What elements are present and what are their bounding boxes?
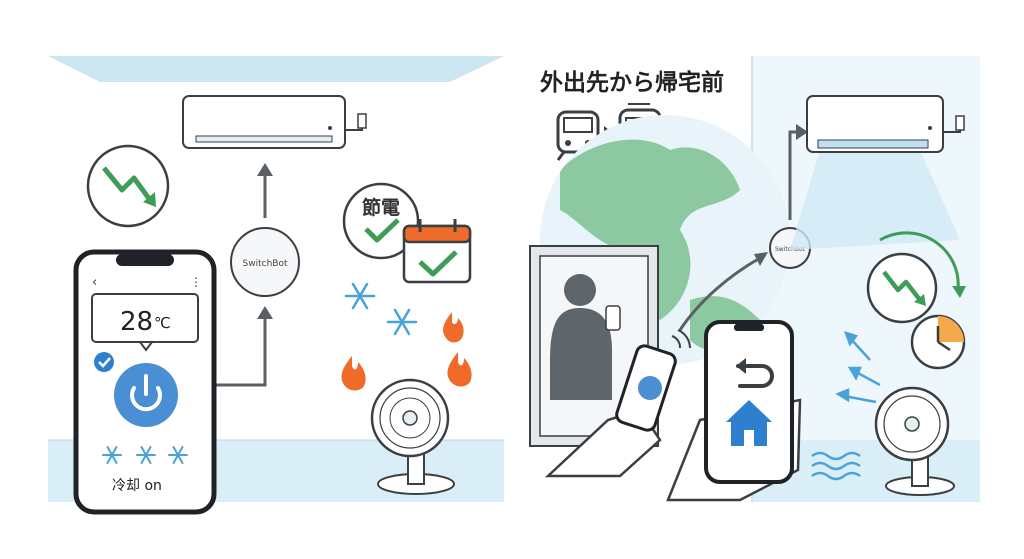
clock-icon: [910, 314, 966, 370]
air-conditioner: [182, 95, 367, 149]
phone-left: ‹ ⋮ 28 ℃ 冷却 on: [73, 249, 217, 515]
trend-down-icon: [86, 144, 170, 228]
left-panel: SwitchBot 節電: [48, 56, 504, 515]
temperature-unit: ℃: [154, 314, 171, 332]
selected-check-icon: [98, 357, 111, 368]
hand-with-phone: [544, 329, 691, 478]
airflow-arrows: [835, 331, 881, 404]
air-conditioner-right: [790, 95, 965, 250]
phone-right: [666, 320, 802, 502]
switchbot-hub: SwitchBot: [230, 227, 300, 297]
desk-fan: [370, 378, 455, 495]
mode-label: 冷却 on: [112, 478, 162, 494]
flame-icon: [341, 312, 472, 391]
calendar-check-icon: [402, 219, 472, 284]
temperature-value: 28: [120, 307, 153, 337]
hub-brand-label: SwitchBot: [243, 259, 288, 269]
energy-saving-badge: 節電: [342, 182, 420, 260]
nfc-icon: [671, 329, 691, 349]
badge-label: 節電: [362, 196, 400, 219]
back-arrow-icon[interactable]: [736, 364, 774, 388]
power-button[interactable]: [114, 363, 178, 427]
wave-icon: [811, 451, 861, 481]
right-caption: 外出先から帰宅前: [540, 69, 724, 96]
home-icon[interactable]: [726, 400, 772, 446]
phone-menu-button[interactable]: ⋮: [190, 275, 202, 289]
trend-down-icon: [866, 231, 966, 324]
check-icon: [364, 218, 400, 243]
snowflake-icon: [344, 282, 418, 336]
power-icon: [130, 386, 162, 412]
desk-fan-right: [874, 386, 955, 496]
phone-back-button[interactable]: ‹: [92, 275, 97, 290]
ceiling: [48, 56, 504, 82]
right-panel: 外出先から帰宅前: [529, 56, 980, 502]
cooling-snowflake-icon: [102, 446, 188, 464]
